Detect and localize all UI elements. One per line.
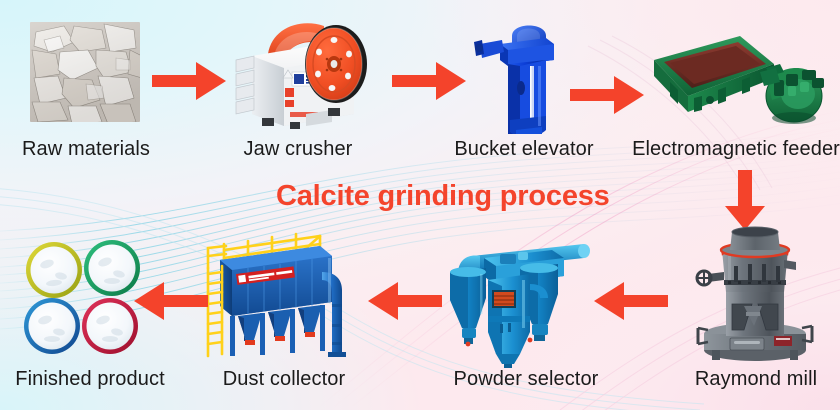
arrow-raw-to-jaw	[152, 62, 226, 100]
arrow-bucket-to-feeder	[570, 76, 644, 114]
raw-materials-image	[30, 22, 140, 122]
dust-collector-image	[206, 232, 346, 358]
caption-powder-selector: Powder selector	[453, 368, 599, 390]
arrow-jaw-to-bucket	[392, 62, 466, 100]
jaw-crusher-image	[235, 23, 367, 129]
step-dust-collector	[204, 228, 364, 368]
electromagnetic-feeder-image	[654, 36, 824, 124]
step-finished-product	[20, 236, 146, 362]
raymond-mill-image	[695, 226, 814, 361]
caption-dust-collector: Dust collector	[222, 368, 346, 390]
caption-raw-materials: Raw materials	[22, 138, 150, 160]
step-raymond-mill	[688, 226, 822, 362]
arrow-dust-to-product	[134, 282, 208, 320]
step-raw-materials	[30, 22, 140, 122]
page-title: Calcite grinding process	[276, 180, 610, 212]
step-powder-selector	[444, 228, 604, 368]
caption-finished-product: Finished product	[15, 368, 165, 390]
caption-electromagnetic-feeder: Electromagnetic feeder	[632, 138, 840, 160]
step-jaw-crusher	[228, 10, 368, 134]
arrow-mill-to-selector	[594, 282, 668, 320]
powder-selector-image	[450, 244, 590, 368]
caption-raymond-mill: Raymond mill	[694, 368, 818, 390]
arrow-feeder-to-mill	[725, 170, 765, 230]
step-bucket-elevator	[468, 10, 578, 134]
caption-jaw-crusher: Jaw crusher	[243, 138, 353, 160]
arrow-selector-to-dust	[368, 282, 442, 320]
finished-product-image	[24, 240, 140, 354]
caption-bucket-elevator: Bucket elevator	[454, 138, 594, 160]
step-electromagnetic-feeder	[648, 24, 828, 136]
bucket-elevator-image	[474, 25, 554, 134]
